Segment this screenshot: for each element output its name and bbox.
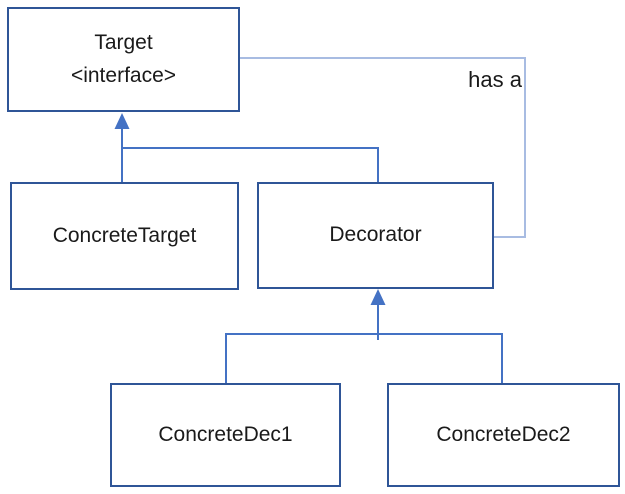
association-line-has-a bbox=[240, 57, 526, 238]
edge-label-has-a: has a bbox=[468, 67, 522, 92]
inheritance-bus-concretedecs bbox=[225, 333, 503, 383]
inheritance-line-decorator-target bbox=[122, 147, 379, 182]
inheritance-arrowhead-decorator bbox=[370, 289, 386, 305]
class-stereotype-interface: <interface> bbox=[70, 63, 177, 87]
class-box-decorator: Decorator bbox=[257, 182, 494, 289]
class-name-target: Target bbox=[94, 30, 153, 54]
inheritance-arrowhead-target bbox=[114, 113, 130, 129]
class-name-concrete-dec2: ConcreteDec2 bbox=[436, 422, 571, 446]
class-box-concrete-dec1: ConcreteDec1 bbox=[110, 383, 341, 487]
class-name-concrete-dec1: ConcreteDec1 bbox=[158, 422, 293, 446]
class-name-concrete-target: ConcreteTarget bbox=[52, 223, 197, 247]
class-name-decorator: Decorator bbox=[329, 223, 422, 247]
class-box-target: Target <interface> bbox=[7, 7, 240, 112]
class-box-concrete-dec2: ConcreteDec2 bbox=[387, 383, 620, 487]
class-box-concrete-target: ConcreteTarget bbox=[10, 182, 239, 290]
